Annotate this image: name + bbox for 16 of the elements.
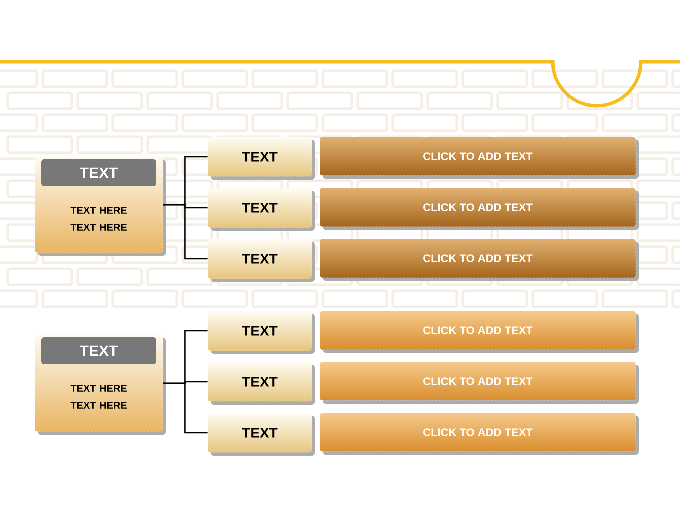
text-bar: CLICK TO ADD TEXT (320, 188, 639, 230)
text-bar: CLICK TO ADD TEXT (320, 412, 639, 455)
label-box: TEXT (208, 238, 315, 282)
label-box: TEXT (208, 136, 315, 180)
text-bar: CLICK TO ADD TEXT (320, 310, 639, 353)
text-box: TEXT TEXT HERE TEXT HERE (34, 334, 166, 435)
text-bar: CLICK TO ADD TEXT (320, 362, 639, 404)
label-box: TEXT (208, 362, 315, 405)
label-box: TEXT (208, 412, 315, 456)
text-bar: CLICK TO ADD TEXT (320, 238, 639, 281)
connector-line (163, 382, 208, 434)
label-box: TEXT (208, 310, 315, 354)
text-box: TEXT TEXT HERE TEXT HERE (34, 156, 166, 256)
connector-line (163, 204, 208, 260)
text-bar: CLICK TO ADD TEXT (320, 136, 639, 179)
label-box: TEXT (208, 188, 315, 231)
